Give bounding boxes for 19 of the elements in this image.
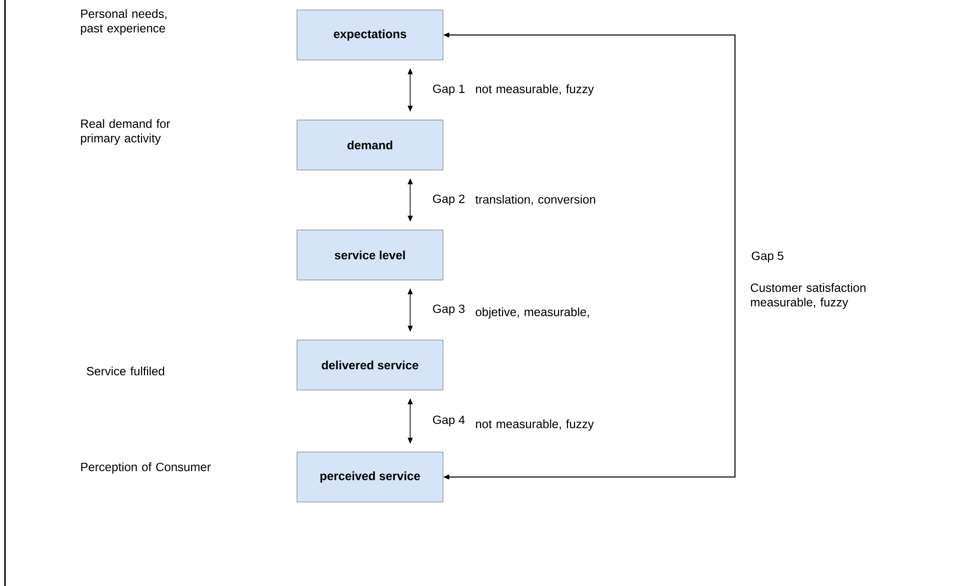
note-text: objetive, measurable,: [476, 307, 589, 319]
note-text: not measurable, fuzzy: [476, 84, 594, 96]
edge-label: Gap 2: [431, 194, 466, 206]
process-box: perceived service: [296, 452, 444, 502]
note-text: translation, conversion: [475, 194, 596, 206]
edge-label: Gap 5: [750, 250, 785, 264]
process-box: service level: [296, 230, 444, 280]
process-box: delivered service: [296, 340, 444, 390]
note-text: Personal needs, past experience: [80, 9, 166, 35]
process-box: expectations: [296, 10, 444, 60]
note-text: not measurable, fuzzy: [476, 419, 594, 431]
edge-label: Gap 1: [431, 84, 466, 96]
note-text: Real demand for primary activity: [80, 119, 170, 145]
note-text: Customer satisfaction measurable, fuzzy: [750, 283, 866, 309]
note-text: Perception of Consumer: [81, 462, 211, 474]
process-box: demand: [296, 120, 444, 170]
note-text: Service fulfiled: [86, 366, 164, 376]
edge-label: Gap 4: [431, 414, 466, 428]
edge-label: Gap 3: [431, 304, 466, 316]
